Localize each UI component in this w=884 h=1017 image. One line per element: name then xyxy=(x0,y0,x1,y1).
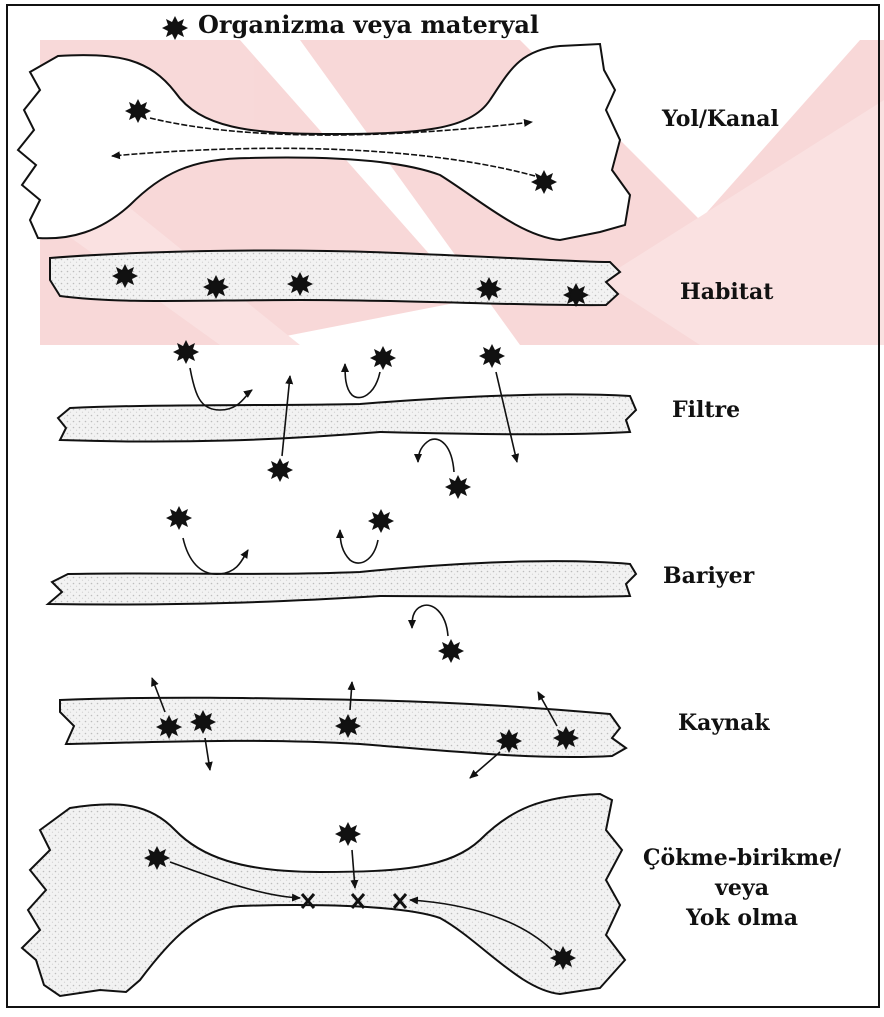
legend-label: Organizma veya materyal xyxy=(198,10,539,39)
label-cokme-line-1: Çökme-birikme/ xyxy=(643,843,841,873)
label-cokme-line-3: Yok olma xyxy=(643,903,841,933)
label-filtre: Filtre xyxy=(672,397,740,423)
label-cokme-line-2: veya xyxy=(643,873,841,903)
label-habitat: Habitat xyxy=(680,279,773,305)
label-yol-kanal: Yol/Kanal xyxy=(662,106,779,132)
label-cokme: Çökme-birikme/ veya Yok olma xyxy=(643,843,841,933)
label-kaynak: Kaynak xyxy=(678,710,770,736)
label-bariyer: Bariyer xyxy=(663,563,754,589)
